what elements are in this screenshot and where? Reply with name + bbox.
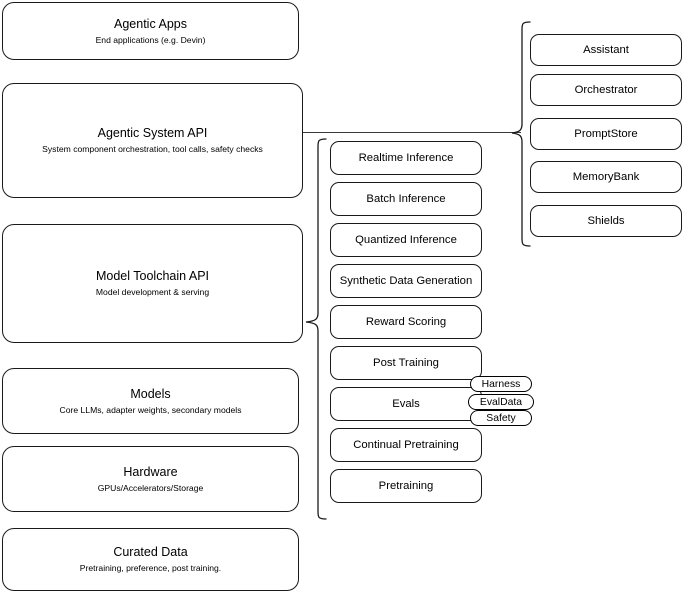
layer-subtitle: Model development & serving [95, 287, 210, 297]
middle-group-brace [305, 138, 327, 520]
eval-tag-pill[interactable]: Safety [470, 410, 532, 426]
layer-box[interactable]: Model Toolchain API Model development & s… [2, 224, 303, 343]
layer-title: Model Toolchain API [95, 269, 210, 283]
component-node[interactable]: Orchestrator [530, 74, 682, 106]
capability-node[interactable]: Pretraining [330, 469, 482, 503]
layer-subtitle: End applications (e.g. Devin) [95, 34, 206, 45]
layer-title: Agentic System API [97, 126, 208, 140]
capability-node[interactable]: Realtime Inference [330, 141, 482, 175]
component-node[interactable]: Shields [530, 205, 682, 237]
layer-subtitle: Pretraining, preference, post training. [79, 563, 222, 573]
layer-title: Models [130, 386, 171, 401]
layer-subtitle: GPUs/Accelerators/Storage [97, 482, 204, 493]
eval-tag-pill[interactable]: Harness [470, 376, 532, 392]
eval-tag-pill[interactable]: EvalData [468, 394, 534, 410]
component-node[interactable]: MemoryBank [530, 161, 682, 193]
component-node[interactable]: PromptStore [530, 118, 682, 150]
capability-node[interactable]: Quantized Inference [330, 223, 482, 257]
capability-node[interactable]: Batch Inference [330, 182, 482, 216]
layer-title: Agentic Apps [114, 16, 187, 31]
capability-node[interactable]: Post Training [330, 346, 482, 380]
right-group-brace [511, 21, 531, 247]
capability-node[interactable]: Continual Pretraining [330, 428, 482, 462]
capability-node[interactable]: Synthetic Data Generation [330, 264, 482, 298]
component-node[interactable]: Assistant [530, 34, 682, 66]
connector-line-agentic-system-to-right-group [303, 132, 521, 134]
layer-subtitle: System component orchestration, tool cal… [42, 144, 263, 154]
capability-node[interactable]: Reward Scoring [330, 305, 482, 339]
layer-title: Hardware [123, 464, 178, 479]
capability-node[interactable]: Evals [330, 387, 482, 421]
layer-subtitle: Core LLMs, adapter weights, secondary mo… [59, 404, 242, 415]
layer-box[interactable]: Agentic System API System component orche… [2, 83, 303, 198]
layer-title: Curated Data [113, 545, 188, 559]
